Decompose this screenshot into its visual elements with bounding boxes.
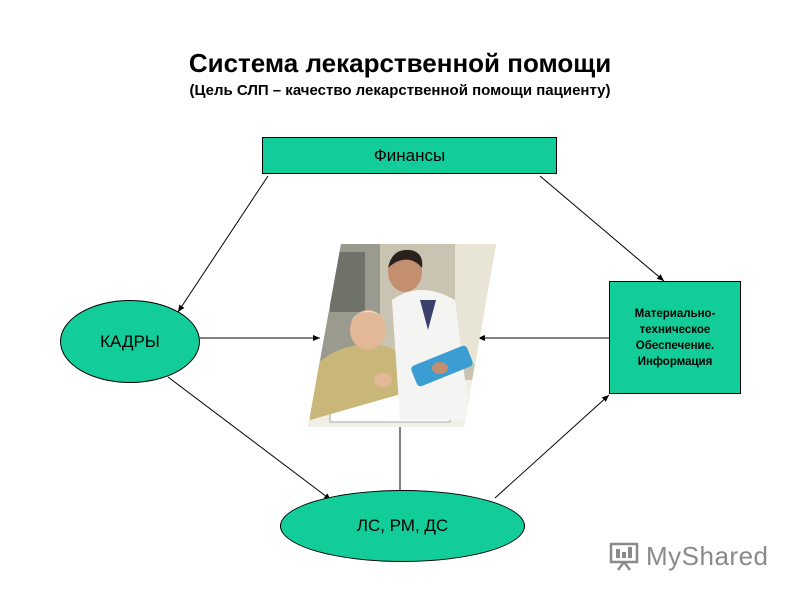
material-line-1: Материально- <box>634 307 716 320</box>
presentation-board-icon <box>609 542 639 571</box>
lsrm-label: ЛС, РМ, ДС <box>356 516 449 535</box>
finance-box: Финансы <box>262 137 557 174</box>
finance-label: Финансы <box>373 145 446 165</box>
arrow-kadry-to-lsrm <box>167 376 332 501</box>
kadry-ellipse: КАДРЫ <box>60 300 200 383</box>
arrow-finance-to-kadry <box>177 175 269 313</box>
kadry-label: КАДРЫ <box>100 331 160 351</box>
material-label: Материально- техническое Обеспечение. Ин… <box>635 306 716 370</box>
arrow-finance-to-material <box>539 175 665 282</box>
logo-text: MyShared <box>646 540 769 571</box>
lsrm-ellipse: ЛС, РМ, ДС <box>280 490 525 562</box>
diagram-title: Система лекарственной помощи <box>188 48 612 78</box>
material-line-2: техническое <box>639 323 711 336</box>
material-line-4: Информация <box>637 355 713 368</box>
arrow-lsrm-to-material <box>494 394 610 499</box>
material-box: Материально- техническое Обеспечение. Ин… <box>609 281 741 394</box>
myshared-logo[interactable]: MyShared <box>608 538 769 574</box>
material-line-3: Обеспечение. <box>635 339 715 352</box>
diagram-subtitle: (Цель СЛП – качество лекарственной помощ… <box>189 82 611 99</box>
